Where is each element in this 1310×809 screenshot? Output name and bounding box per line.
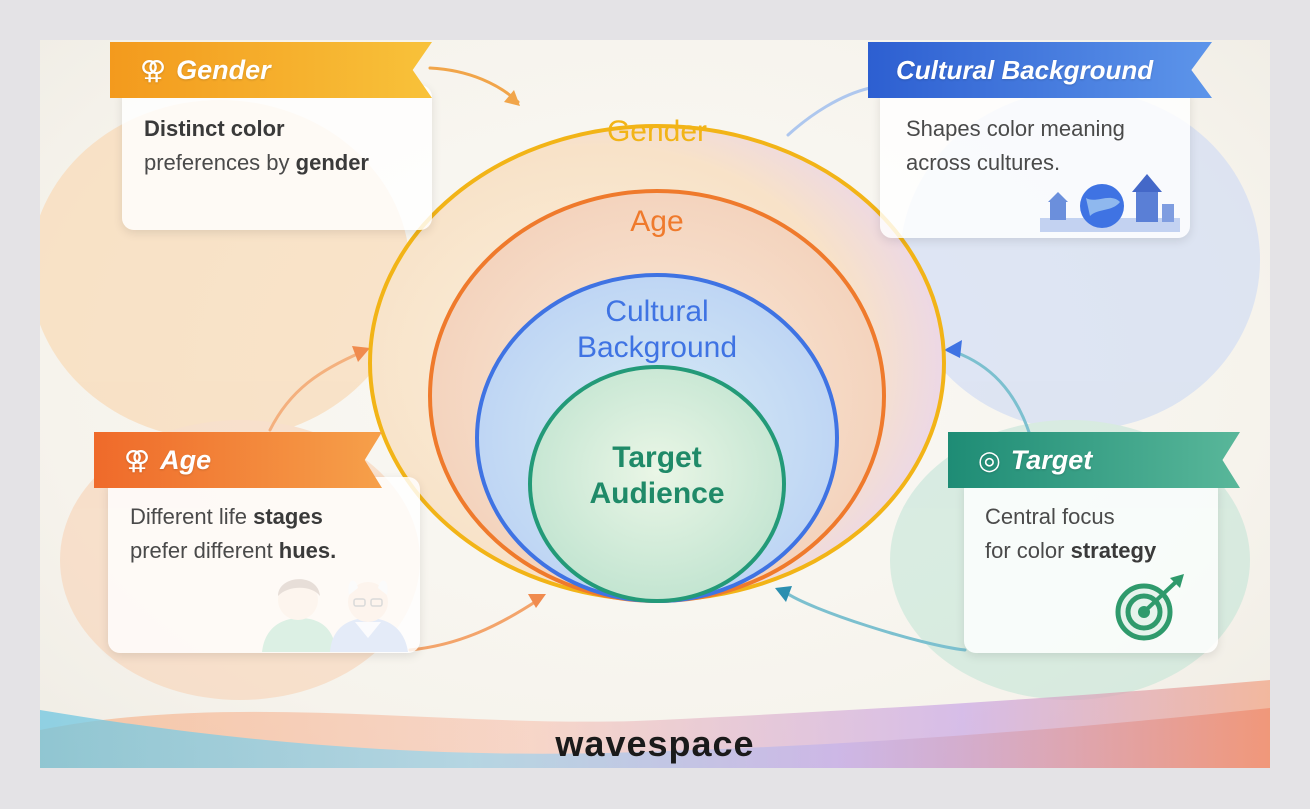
diagram-canvas: Gender Age Cultural Background Target Au… (40, 40, 1270, 768)
ring-label-target-line1: Target (612, 441, 702, 474)
gender-symbols-icon: ⚢ (140, 54, 167, 85)
ring-label-age: Age (630, 205, 684, 238)
ring-label-gender: Gender (606, 115, 708, 148)
banner-target: ◎ Target (948, 432, 1240, 488)
card-gender-line2b: gender (295, 150, 369, 175)
card-target-line2b: strategy (1070, 538, 1157, 563)
concentric-rings (368, 124, 946, 603)
target-icon (1115, 574, 1184, 641)
arrow-target-up (953, 350, 1032, 437)
arrow-age-bottom (408, 598, 540, 652)
arrows (268, 66, 1032, 652)
card-cultural-line2: across cultures. (906, 150, 1061, 175)
arrow-head-age-up (352, 346, 370, 362)
ring-target (528, 365, 786, 603)
card-gender-line2a: preferences by (144, 150, 296, 175)
gender-symbols-icon: ⚢ (124, 444, 151, 475)
ring-label-cultural: Cultural Background (537, 294, 777, 366)
card-age-line1b: stages (253, 504, 323, 529)
card-target (964, 477, 1218, 653)
globe-landmarks-icon (1040, 174, 1180, 232)
card-age-line2a: prefer different (130, 538, 279, 563)
ring-label-cultural-line1: Cultural (605, 295, 709, 328)
wavespace-logo: wavespace (555, 723, 755, 764)
card-target-text: Central focus for color strategy (985, 500, 1215, 568)
target-icon: ◎ (978, 444, 1001, 475)
card-gender-line1: Distinct color (144, 116, 285, 141)
card-target-line2a: for color (985, 538, 1071, 563)
arrow-cultural (786, 86, 872, 137)
banner-cultural: Cultural Background (868, 42, 1212, 98)
card-cultural-text: Shapes color meaning across cultures. (906, 112, 1186, 180)
arrow-head-target-up (944, 340, 962, 358)
card-age-text: Different life stages prefer different h… (130, 500, 420, 568)
arrow-target-bottom (783, 590, 967, 652)
ring-label-target-line2: Audience (589, 477, 725, 510)
card-age-line2b: hues. (278, 538, 337, 563)
card-age-line1a: Different life (130, 504, 254, 529)
card-gender (122, 85, 432, 230)
banner-gender: ⚢ Gender (110, 42, 432, 98)
arrow-head-target-bottom (775, 586, 792, 602)
arrow-age-up (268, 350, 364, 432)
arrow-head-age-bottom (528, 594, 546, 608)
ring-label-target: Target Audience (557, 440, 757, 512)
arrow-head-gender (504, 90, 520, 106)
card-cultural-line1: Shapes color meaning (906, 116, 1125, 141)
wave-band-front (40, 708, 1270, 768)
banner-age-title: Age (160, 444, 212, 475)
card-target-line1: Central focus (985, 504, 1115, 529)
banner-gender-title: Gender (176, 54, 271, 85)
banner-cultural-title: Cultural Background (896, 54, 1154, 85)
arrow-gender-to-ring (428, 66, 520, 104)
ring-label-cultural-line2: Background (576, 331, 738, 364)
card-age (108, 477, 420, 653)
banner-age: ⚢ Age (94, 432, 382, 488)
card-gender-text: Distinct color preferences by gender (144, 112, 434, 180)
banner-target-title: Target (1010, 444, 1093, 475)
